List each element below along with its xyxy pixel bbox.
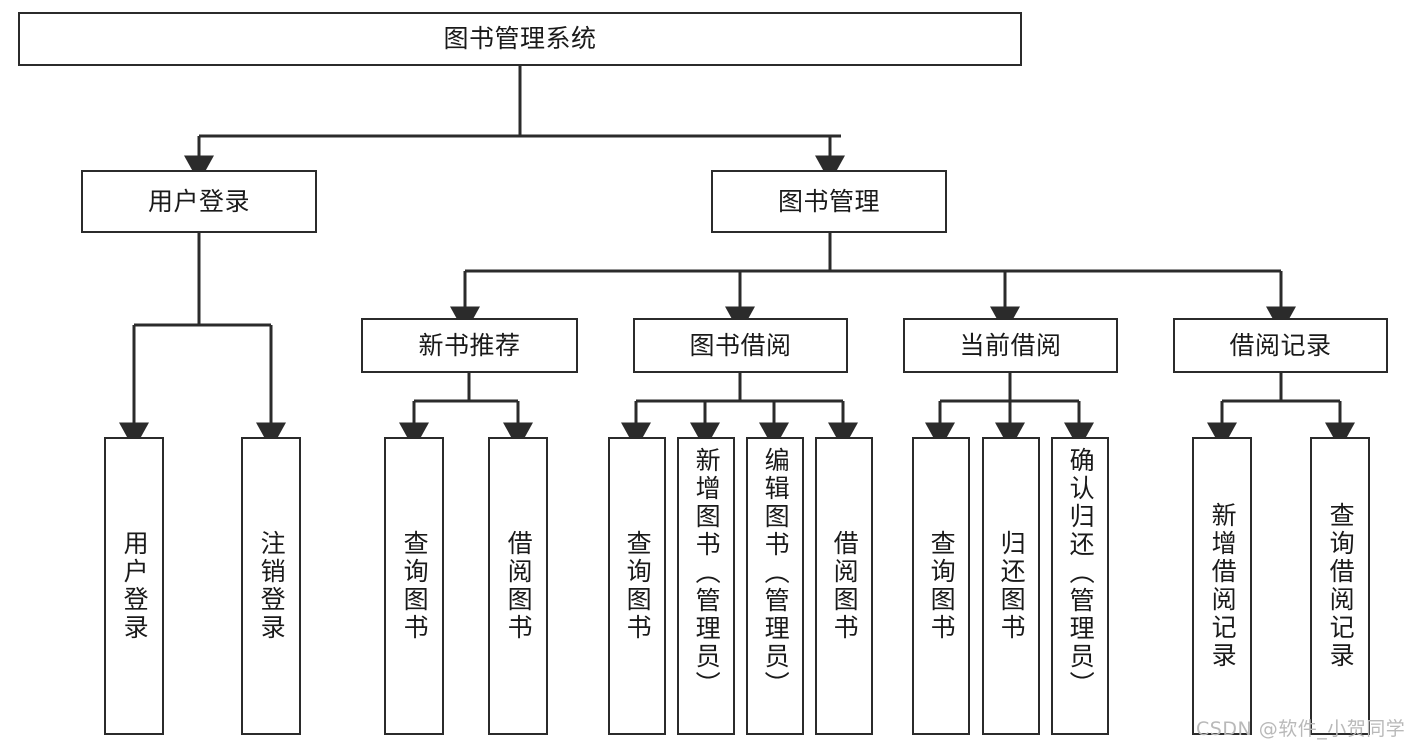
node-borrow-record[interactable]: 借阅记录 <box>1173 318 1388 373</box>
node-root-system[interactable]: 图书管理系统 <box>18 12 1022 66</box>
node-label: 查询图书 <box>400 530 430 642</box>
node-label: 借阅记录 <box>1229 330 1332 360</box>
leaf-user-login-signout[interactable]: 注销登录 <box>241 437 301 735</box>
node-label: 图书管理系统 <box>443 24 597 54</box>
node-book-borrow[interactable]: 图书借阅 <box>633 318 848 373</box>
node-label: 图书管理 <box>777 186 880 216</box>
node-label: 图书借阅 <box>689 330 792 360</box>
leaf-recommend-query-book[interactable]: 查询图书 <box>384 437 444 735</box>
node-label: 查询图书 <box>927 530 957 642</box>
node-label: 查询借阅记录 <box>1326 502 1356 670</box>
node-book-management[interactable]: 图书管理 <box>711 170 947 233</box>
leaf-user-login-signin[interactable]: 用户登录 <box>104 437 164 735</box>
leaf-current-confirm-return-admin[interactable]: 确认归还（管理员） <box>1051 437 1109 735</box>
node-label: 新增图书（管理员） <box>692 447 722 699</box>
node-label: 确认归还（管理员） <box>1066 447 1096 699</box>
leaf-borrow-query-book[interactable]: 查询图书 <box>608 437 666 735</box>
node-label: 当前借阅 <box>959 330 1062 360</box>
leaf-record-query-record[interactable]: 查询借阅记录 <box>1310 437 1370 735</box>
leaf-current-query-book[interactable]: 查询图书 <box>912 437 970 735</box>
leaf-borrow-add-book-admin[interactable]: 新增图书（管理员） <box>677 437 735 735</box>
node-user-login[interactable]: 用户登录 <box>81 170 317 233</box>
node-label: 借阅图书 <box>504 530 534 642</box>
node-label: 归还图书 <box>997 530 1027 642</box>
leaf-current-return-book[interactable]: 归还图书 <box>982 437 1040 735</box>
csdn-watermark: CSDN @软件_小贺同学 <box>1196 718 1405 740</box>
node-current-borrow[interactable]: 当前借阅 <box>903 318 1118 373</box>
node-label: 查询图书 <box>623 530 653 642</box>
node-new-book-recommend[interactable]: 新书推荐 <box>361 318 578 373</box>
node-label: 注销登录 <box>257 530 287 642</box>
leaf-recommend-borrow-book[interactable]: 借阅图书 <box>488 437 548 735</box>
node-label: 借阅图书 <box>830 530 860 642</box>
leaf-borrow-edit-book-admin[interactable]: 编辑图书（管理员） <box>746 437 804 735</box>
node-label: 编辑图书（管理员） <box>761 447 791 699</box>
node-label: 新书推荐 <box>418 330 521 360</box>
node-label: 新增借阅记录 <box>1208 502 1238 670</box>
leaf-record-add-record[interactable]: 新增借阅记录 <box>1192 437 1252 735</box>
leaf-borrow-borrow-book[interactable]: 借阅图书 <box>815 437 873 735</box>
node-label: 用户登录 <box>120 530 150 642</box>
node-label: 用户登录 <box>147 186 250 216</box>
